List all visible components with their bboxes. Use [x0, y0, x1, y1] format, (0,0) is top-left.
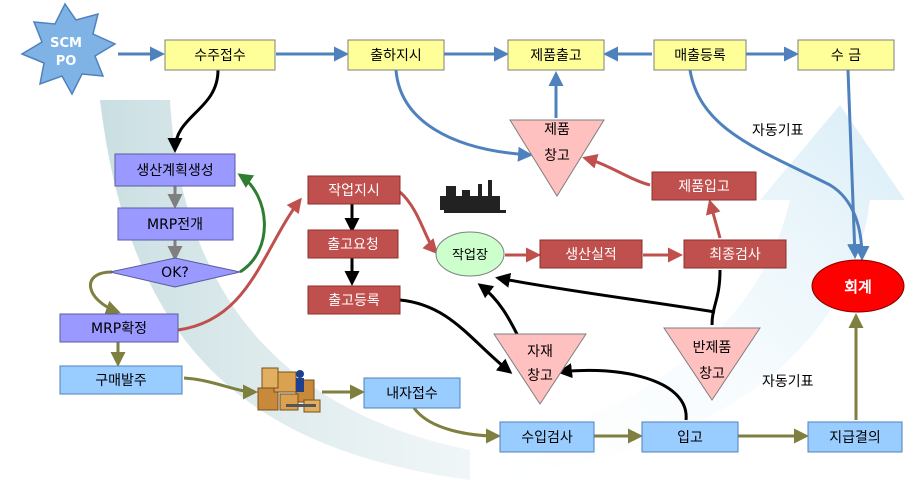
sales-registration-box: 매출등록 — [653, 39, 747, 71]
workshop-circle: 작업장 — [435, 231, 505, 277]
issue-request-label: 출고요청 — [327, 237, 379, 253]
sales-registration-label: 매출등록 — [674, 48, 726, 64]
mrp-confirm-box: MRP확정 — [59, 313, 179, 343]
material-warehouse-label-2: 창고 — [527, 368, 553, 384]
incoming-inspection-label: 수입검사 — [521, 430, 573, 446]
mrp-expand-box: MRP전개 — [117, 207, 234, 241]
purchase-order-box: 구매발주 — [59, 365, 183, 395]
scm-label: SCM — [50, 36, 82, 51]
product-warehouse-label-2: 창고 — [544, 148, 570, 164]
mrp-expand-label: MRP전개 — [147, 217, 203, 233]
product-warehouse-triangle: 제품 창고 — [509, 119, 605, 197]
black-arrows — [167, 69, 722, 421]
collection-label: 수 금 — [831, 48, 861, 64]
product-shipment-label: 제품출고 — [530, 48, 582, 64]
material-receipt-label: 내자접수 — [386, 386, 438, 402]
boxes-worker-icon — [257, 367, 321, 413]
purchase-order-label: 구매발주 — [95, 373, 147, 389]
product-receipt-label: 제품입고 — [678, 179, 730, 195]
order-receipt-label: 수주접수 — [194, 48, 246, 64]
final-inspection-box: 최종검사 — [683, 239, 787, 269]
work-order-label: 작업지시 — [328, 183, 380, 199]
product-receipt-box: 제품입고 — [651, 171, 757, 201]
collection-box: 수 금 — [797, 39, 895, 71]
production-plan-label: 생산계획생성 — [136, 163, 213, 179]
issue-request-box: 출고요청 — [307, 229, 399, 259]
product-shipment-box: 제품출고 — [507, 39, 605, 71]
po-label: PO — [56, 54, 77, 69]
mrp-confirm-label: MRP확정 — [91, 321, 147, 337]
incoming-inspection-box: 수입검사 — [499, 421, 595, 453]
material-warehouse-label-1: 자재 — [527, 344, 553, 360]
accounting-ellipse: 회계 — [811, 259, 905, 313]
scm-po-starburst: SCM PO — [20, 2, 117, 96]
stock-in-box: 입고 — [641, 421, 739, 453]
production-plan-box: 생산계획생성 — [114, 153, 236, 187]
olive-arrows — [89, 270, 864, 444]
shipping-instruction-label: 출하지시 — [370, 48, 422, 64]
background-upward-arrow — [470, 105, 905, 480]
green-feedback-arrow — [237, 173, 266, 274]
semi-warehouse-label-1: 반제품 — [693, 340, 732, 356]
issue-registration-label: 출고등록 — [328, 293, 380, 309]
payment-resolution-box: 지급결의 — [807, 421, 903, 453]
issue-registration-box: 출고등록 — [307, 285, 401, 315]
accounting-label: 회계 — [844, 278, 872, 296]
material-warehouse-triangle: 자재 창고 — [493, 333, 587, 405]
blue-arrows — [118, 46, 870, 261]
semi-product-warehouse-triangle: 반제품 창고 — [663, 327, 761, 401]
workshop-label: 작업장 — [452, 248, 488, 263]
semi-warehouse-label-2: 창고 — [699, 366, 725, 382]
final-inspection-label: 최종검사 — [709, 247, 761, 263]
shipping-instruction-box: 출하지시 — [347, 39, 445, 71]
product-warehouse-label-1: 제품 — [544, 122, 570, 138]
order-receipt-box: 수주접수 — [164, 39, 276, 71]
auto-slip-top-label: 자동기표 — [752, 123, 804, 139]
stock-in-label: 입고 — [677, 430, 703, 446]
material-receipt-box: 내자접수 — [363, 377, 461, 409]
auto-slip-bottom-label: 자동기표 — [762, 374, 814, 390]
work-order-box: 작업지시 — [307, 175, 401, 205]
payment-resolution-label: 지급결의 — [829, 430, 881, 446]
red-arrows — [177, 154, 722, 332]
ok-decision-label: OK? — [161, 265, 189, 281]
production-result-label: 생산실적 — [565, 247, 617, 263]
ok-decision-diamond: OK? — [109, 257, 241, 288]
production-result-box: 생산실적 — [539, 239, 643, 269]
factory-icon — [440, 180, 506, 213]
